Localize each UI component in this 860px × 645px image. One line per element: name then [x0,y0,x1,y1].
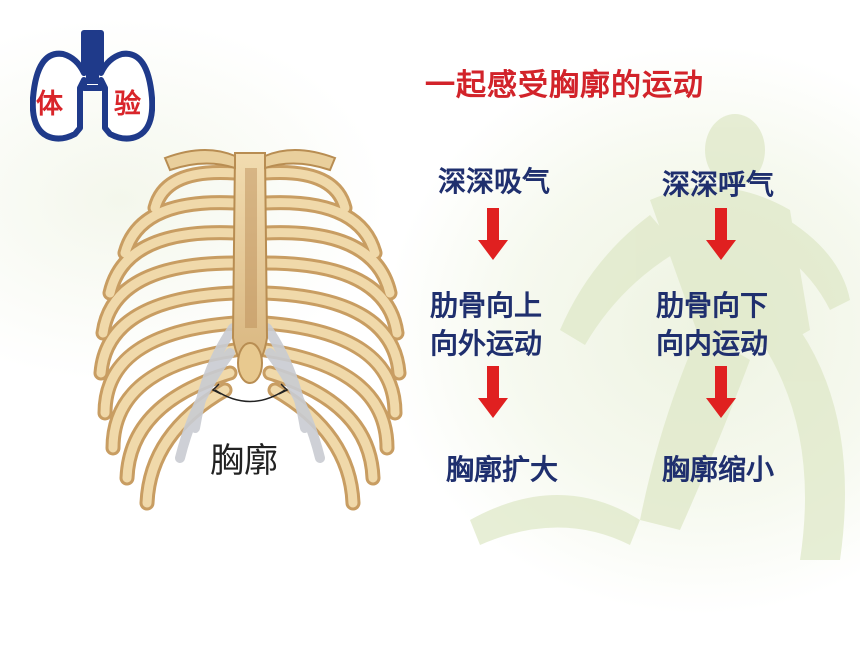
badge-char-right: 验 [114,89,141,120]
inhale-heading: 深深吸气 [438,165,551,198]
inhale-step-line1: 肋骨向上 [430,289,543,322]
lungs-icon [30,30,155,142]
page-title: 一起感受胸廓的运动 [425,68,704,103]
rib-cage-label: 胸廓 [210,441,278,481]
down-arrow-icon [478,208,508,260]
exhale-heading: 深深呼气 [662,168,775,201]
inhale-step-line2: 向外运动 [430,327,543,360]
badge-char-left: 体 [36,89,63,120]
down-arrow-icon [706,208,736,260]
down-arrow-icon [706,366,736,418]
down-arrow-icon [478,366,508,418]
exhale-result: 胸廓缩小 [662,453,775,486]
exhale-step-line2: 向内运动 [656,327,769,360]
inhale-result: 胸廓扩大 [446,453,559,486]
rib-cage-illustration [93,148,407,511]
exhale-step-line1: 肋骨向下 [656,289,769,322]
